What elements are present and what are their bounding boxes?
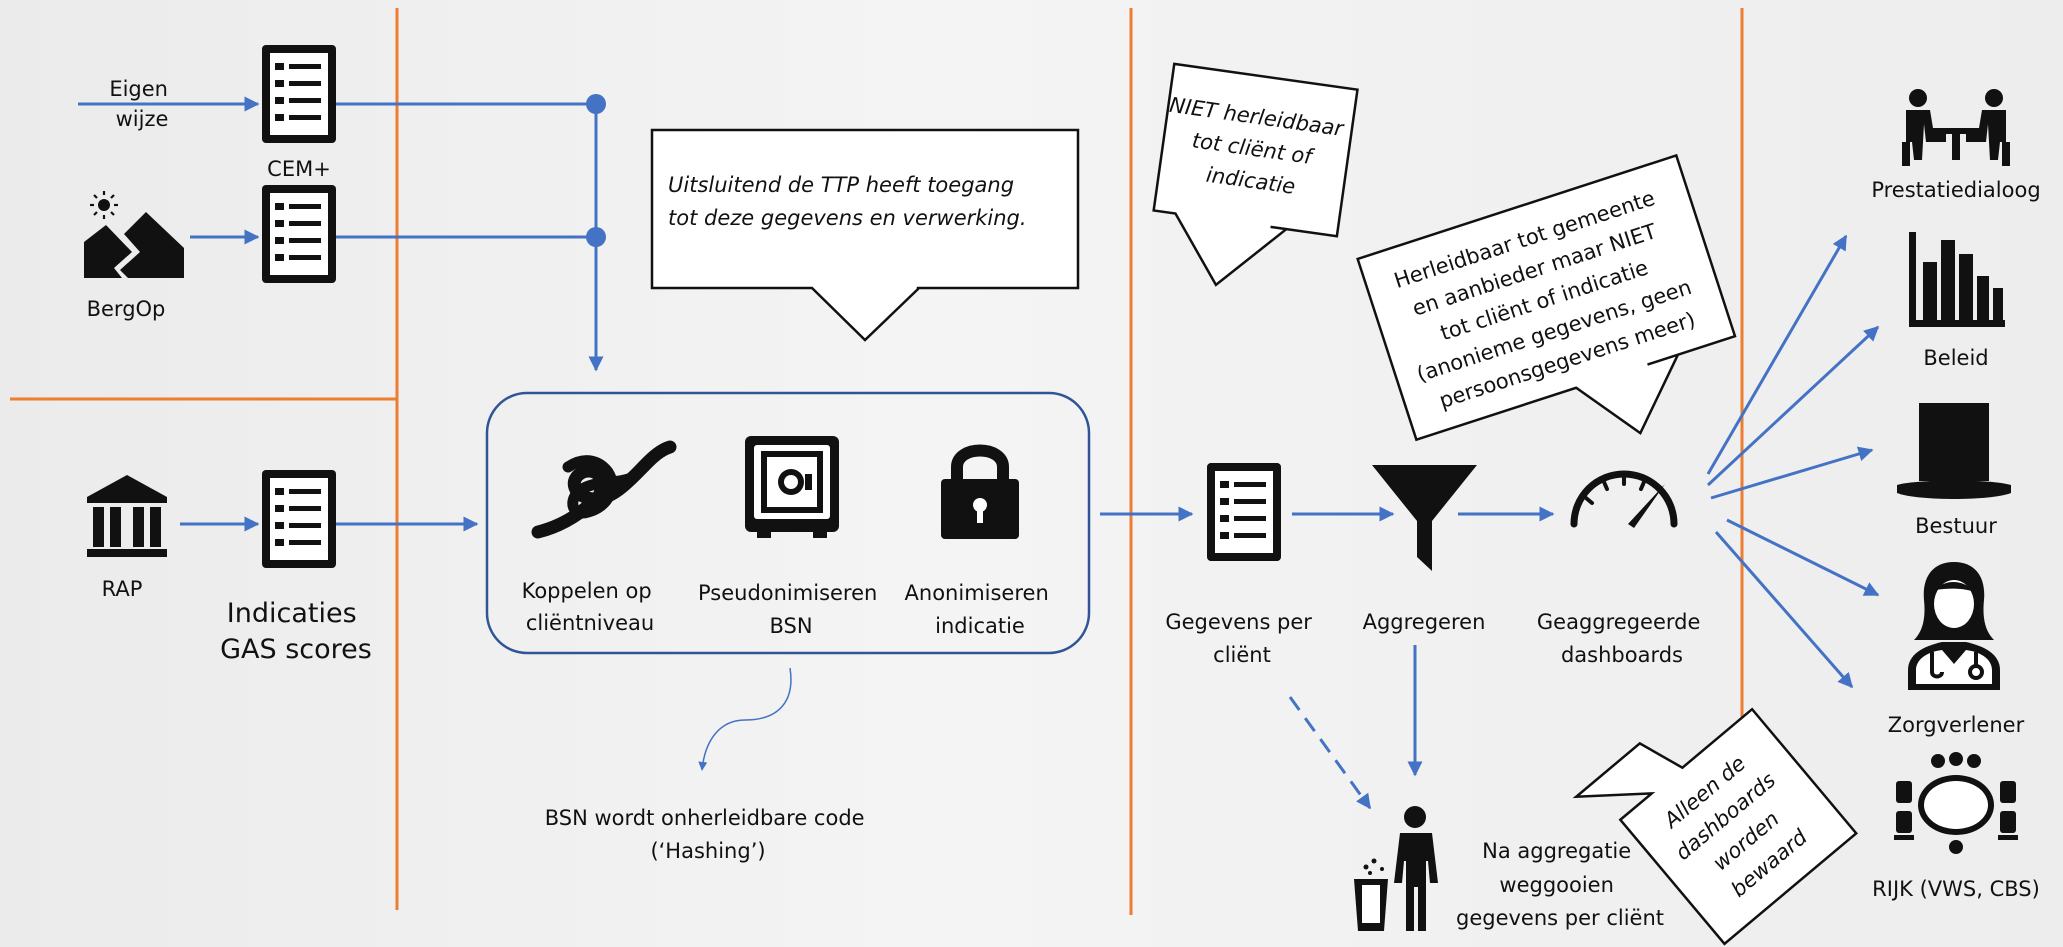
output-label-prestatiedialoog: Prestatiedialoog <box>1871 178 2040 202</box>
bank-icon <box>87 475 167 557</box>
rap-label: RAP <box>102 577 143 601</box>
arrow-to-beleid <box>1706 325 1880 487</box>
indicaties-document-icon <box>262 470 336 568</box>
step-anonimiseren-label: Anonimiseren indicatie <box>905 581 1056 638</box>
arrow-to-prestatiedialoog <box>1706 234 1848 475</box>
gegevens-document-icon <box>1207 463 1281 561</box>
meeting-icon <box>1902 89 2010 166</box>
funnel-icon <box>1372 465 1477 571</box>
safe-icon <box>745 436 839 538</box>
bar-chart-icon <box>1909 232 2005 327</box>
indicaties-label: Indicaties GAS scores <box>220 598 372 665</box>
ttp-process-box <box>485 391 1091 655</box>
hashing-note: BSN wordt onherleidbare code (‘Hashing’) <box>545 806 872 863</box>
arrow-to-hashing-note <box>698 667 792 771</box>
ttp-callout-text: Uitsluitend de TTP heeft toegang tot dez… <box>668 173 1027 230</box>
cem-label: CEM+ <box>267 157 331 181</box>
weggooien-label: Na aggregatie weggooien gegevens per cli… <box>1456 839 1664 930</box>
padlock-icon <box>941 444 1019 539</box>
output-label-zorgverlener: Zorgverlener <box>1888 713 2025 737</box>
bergop-document-icon <box>262 185 336 283</box>
arrow-gegevens-to-trash <box>1288 696 1372 810</box>
doctor-icon <box>1908 562 2000 690</box>
ttp-callout-outline <box>650 128 1080 342</box>
mountain-sun-icon <box>84 191 184 278</box>
output-label-bestuur: Bestuur <box>1915 514 1997 538</box>
arrow-to-zorgverlener <box>1726 518 1880 597</box>
dashboards-label: Geaggregeerde dashboards <box>1537 610 1707 667</box>
cem-document-icon <box>262 45 336 143</box>
top-hat-icon <box>1897 403 2011 499</box>
niet-herleidbaar-callout: NIET herleidbaar tot cliënt of indicatie <box>1152 62 1359 287</box>
alleen-dashboards-callout: Alleen de dashboards worden bewaard <box>1572 707 1858 946</box>
arrow-to-bestuur <box>1710 446 1874 500</box>
knot-icon <box>531 440 677 539</box>
output-label-beleid: Beleid <box>1923 346 1988 370</box>
step-koppelen-label: Koppelen op cliëntniveau <box>522 579 659 635</box>
herleidbaar-callout: Herleidbaar tot gemeente en aanbieder ma… <box>1356 153 1737 442</box>
gegevens-per-client-label: Gegevens per cliënt <box>1165 610 1318 667</box>
output-label-rijk: RIJK (VWS, CBS) <box>1872 877 2040 901</box>
conference-table-icon <box>1894 752 2018 854</box>
trash-person-icon <box>1354 806 1438 931</box>
aggregeren-label: Aggregeren <box>1363 610 1486 634</box>
step-pseudonimiseren-label: Pseudonimiseren BSN <box>698 581 884 638</box>
arrow-to-rijk <box>1714 531 1854 689</box>
gauge-icon <box>1570 470 1678 528</box>
bergop-label: BergOp <box>87 297 166 321</box>
eigen-wijze-label: Eigen wijze <box>109 77 174 131</box>
